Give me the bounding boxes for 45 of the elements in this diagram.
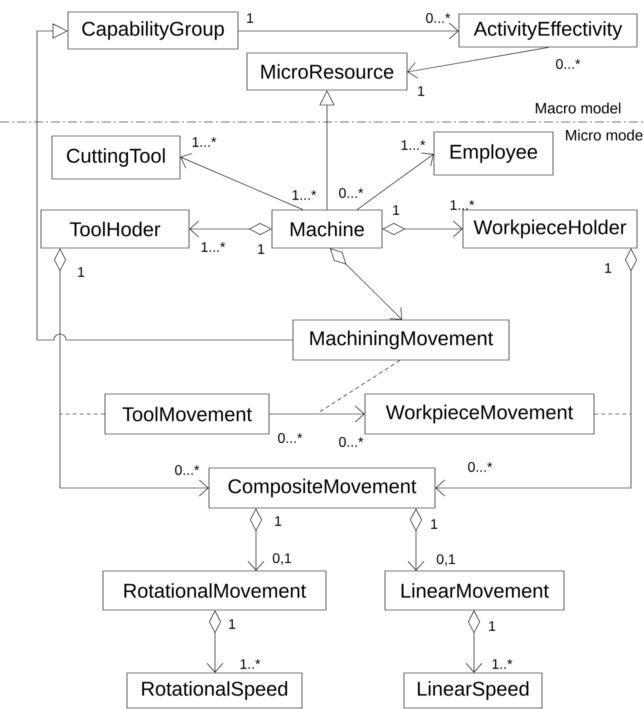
class-box: CapabilityGroup — [68, 12, 238, 50]
multiplicity-label: 0...* — [339, 188, 364, 198]
class-box: MachiningMovement — [292, 320, 510, 360]
multiplicity-label: 1 — [605, 263, 612, 273]
multiplicity-label: 1...* — [402, 140, 426, 150]
multiplicity-label: 1...* — [292, 190, 316, 200]
multiplicity-label: 0...* — [426, 13, 450, 23]
multiplicity-label: 1...* — [202, 242, 226, 252]
association-arrow — [180, 153, 304, 210]
association-arrow — [407, 47, 550, 79]
association-arrow — [269, 406, 365, 422]
multiplicity-label: 0...* — [339, 437, 364, 447]
class-box: WorkpieceHolder — [462, 210, 638, 248]
class-box: LinearSpeed — [404, 672, 542, 708]
class-box: RotationalSpeed — [126, 672, 302, 708]
class-box: ActivityEffectivity — [458, 14, 638, 48]
class-box: CuttingTool — [52, 136, 180, 180]
generalization-arrow — [36, 23, 293, 340]
multiplicity-label: 1 — [247, 13, 254, 23]
multiplicity-label: 1 — [393, 205, 400, 215]
class-box: ToolHoder — [40, 210, 190, 248]
class-box: Machine — [272, 210, 382, 248]
multiplicity-label: 1 — [489, 621, 496, 631]
model-label: Macro model — [536, 102, 620, 114]
multiplicity-label: 1 — [418, 86, 424, 96]
multiplicity-label: 1 — [78, 267, 84, 277]
dashed-line — [318, 360, 400, 414]
class-box: MicroResource — [246, 52, 408, 90]
multiplicity-label: 0...* — [468, 462, 492, 472]
model-label: Micro mode — [566, 130, 642, 140]
class-box: WorkpieceMovement — [364, 394, 594, 434]
multiplicity-label: 0...* — [278, 433, 302, 443]
class-box: LinearMovement — [384, 570, 564, 610]
multiplicity-label: 0...* — [556, 59, 580, 69]
aggregation-arrow — [330, 248, 402, 320]
multiplicity-label: 1 — [258, 244, 264, 254]
association-arrow — [238, 22, 459, 40]
class-box: CompositeMovement — [208, 468, 436, 508]
multiplicity-label: 1 — [431, 519, 438, 529]
association-arrow — [356, 152, 434, 210]
multiplicity-label: 1...* — [450, 200, 474, 210]
class-box: Employee — [434, 132, 554, 176]
class-box: RotationalMovement — [102, 570, 326, 610]
class-box: ToolMovement — [104, 394, 270, 434]
multiplicity-label: 0...* — [175, 465, 200, 475]
